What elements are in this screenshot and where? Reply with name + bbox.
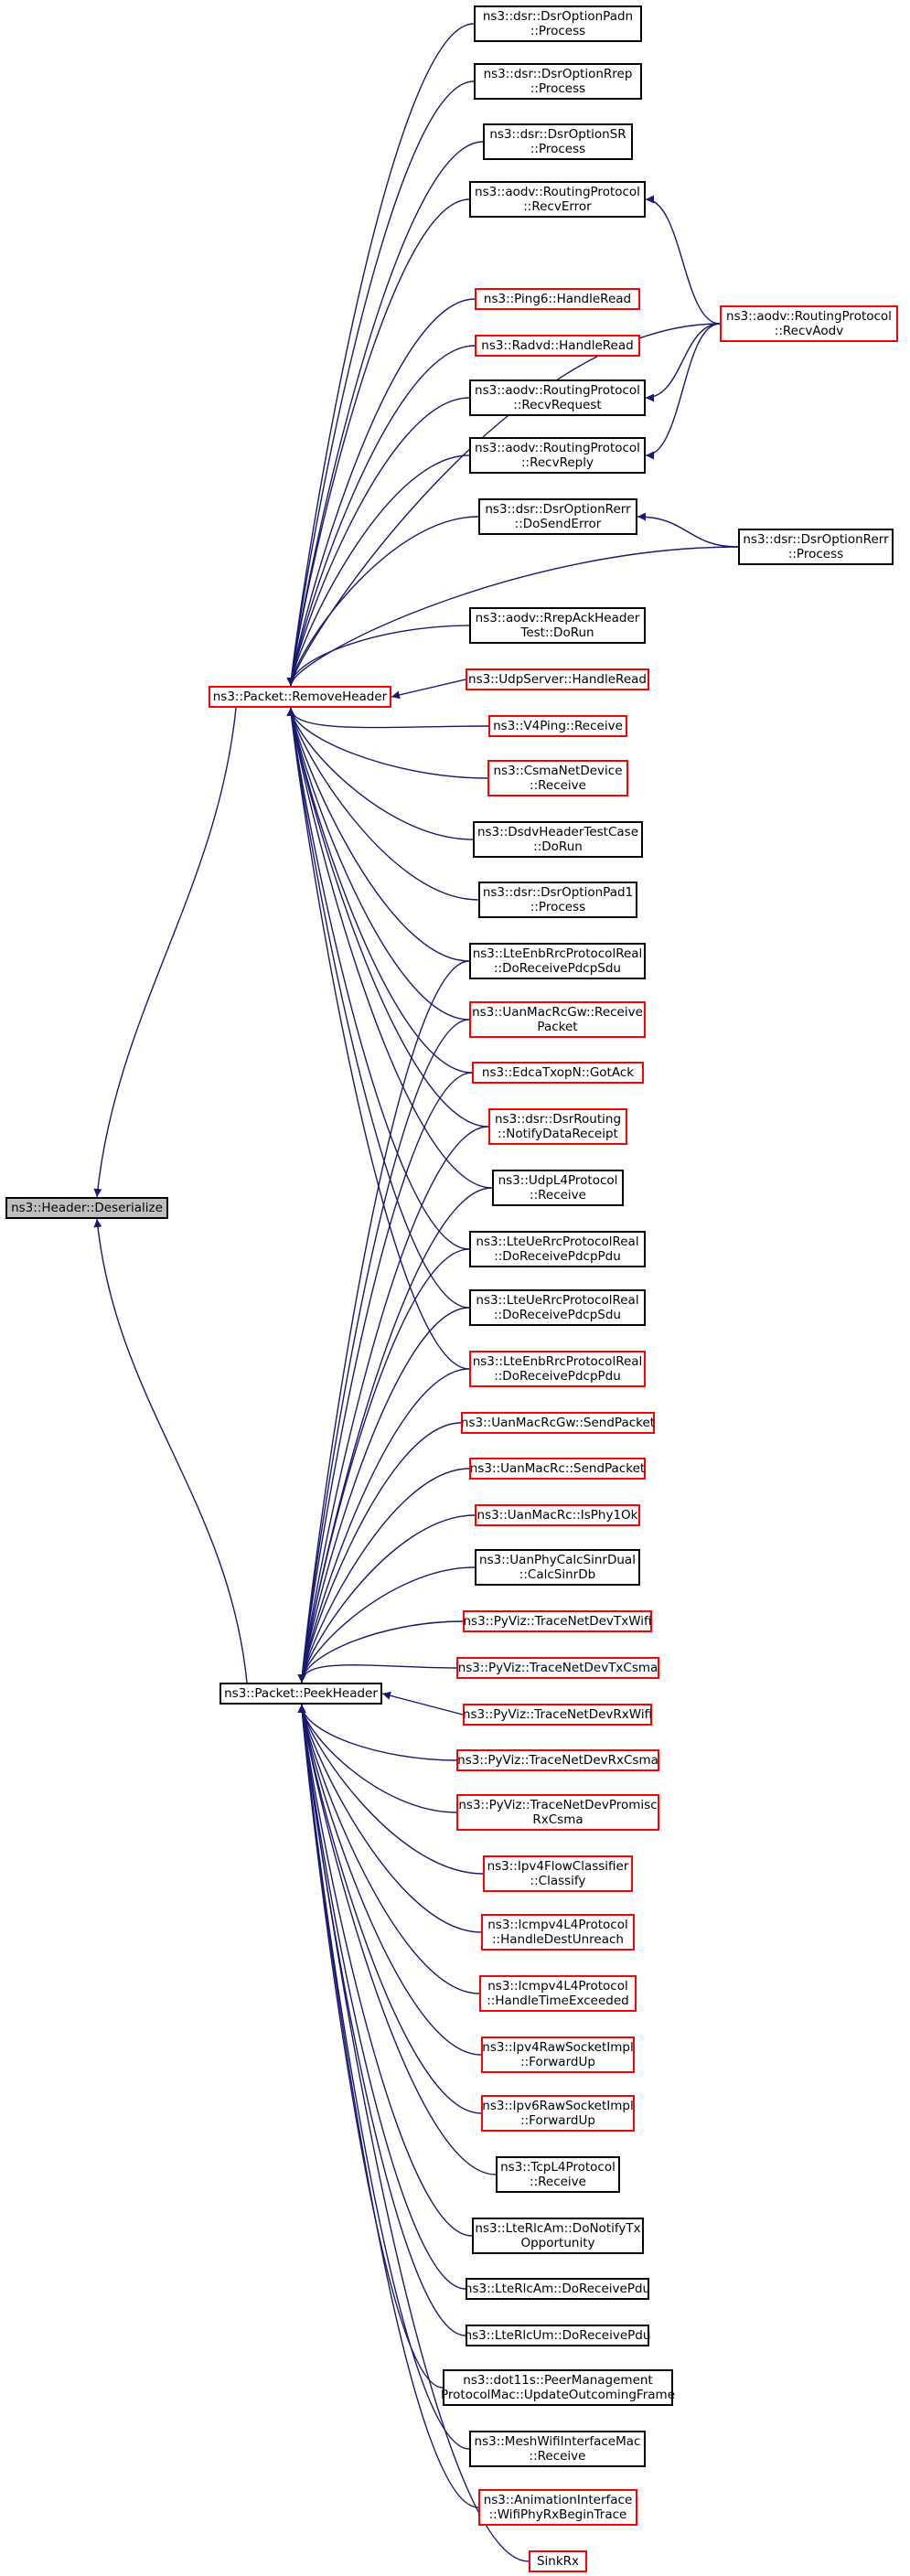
node-dsr-rerr-process[interactable]: ns3::dsr::DsrOptionRerr ::Process (738, 529, 894, 565)
node-radvd[interactable]: ns3::Radvd::HandleRead (475, 335, 640, 357)
node-animation[interactable]: ns3::AnimationInterface ::WifiPhyRxBegin… (478, 2489, 637, 2526)
node-peek-header[interactable]: ns3::Packet::PeekHeader (219, 1683, 382, 1705)
node-dot11s[interactable]: ns3::dot11s::PeerManagement ProtocolMac:… (441, 2369, 675, 2406)
node-aodv-recvrequest[interactable]: ns3::aodv::RoutingProtocol ::RecvRequest (469, 379, 646, 416)
edge-lteenb-pdcpsdu-to-remove-header (286, 707, 470, 962)
edge-dsr-sr-to-remove-header (286, 141, 484, 687)
node-aodv-recverror[interactable]: ns3::aodv::RoutingProtocol ::RecvError (469, 181, 646, 218)
edge-lterlcam-notify-to-peek-header (297, 1704, 473, 2237)
node-uanphycalc[interactable]: ns3::UanPhyCalcSinrDual ::CalcSinrDb (475, 1549, 640, 1586)
node-lteue-pdcpsdu[interactable]: ns3::LteUeRrcProtocolReal ::DoReceivePdc… (469, 1289, 646, 1326)
node-uanmacrcgw-send[interactable]: ns3::UanMacRcGw::SendPacket (461, 1412, 655, 1434)
node-v4ping[interactable]: ns3::V4Ping::Receive (488, 715, 627, 737)
node-uanmacrcgw-recv[interactable]: ns3::UanMacRcGw::Receive Packet (469, 1001, 646, 1038)
node-tcpl4[interactable]: ns3::TcpL4Protocol ::Receive (496, 2156, 620, 2193)
edge-peek-header-to-deserialize (93, 1218, 248, 1683)
node-icmpv4-dest[interactable]: ns3::Icmpv4L4Protocol ::HandleDestUnreac… (481, 1914, 635, 1951)
node-dsr-pad1[interactable]: ns3::dsr::DsrOptionPad1 ::Process (478, 882, 637, 918)
node-dsr-sr[interactable]: ns3::dsr::DsrOptionSR ::Process (483, 123, 633, 160)
edge-dsr-rerr-process-to-dsr-rerr-dosend (637, 512, 739, 548)
node-dsdv[interactable]: ns3::DsdvHeaderTestCase ::DoRun (473, 821, 643, 858)
edge-lteue-pdcppdu-to-peek-header (297, 1248, 470, 1683)
edge-edca-to-peek-header (297, 1072, 473, 1683)
edge-lteue-pdcppdu-to-remove-header (286, 707, 470, 1250)
edge-pyviz-txwifi-to-peek-header (297, 1620, 464, 1683)
edge-lteenb-pdcppdu-to-remove-header (286, 707, 470, 1370)
edge-animation-to-peek-header (297, 1704, 479, 2508)
node-lteenb-pdcpsdu[interactable]: ns3::LteEnbRrcProtocolReal ::DoReceivePd… (469, 943, 646, 979)
node-ipv4flow[interactable]: ns3::Ipv4FlowClassifier ::Classify (483, 1855, 633, 1892)
node-ipv6raw[interactable]: ns3::Ipv6RawSocketImpl ::ForwardUp (481, 2095, 635, 2132)
node-lterlcam-recv[interactable]: ns3::LteRlcAm::DoReceivePdu (465, 2278, 650, 2300)
edge-aodv-recvreply-to-remove-header (286, 454, 470, 687)
node-edca[interactable]: ns3::EdcaTxopN::GotAck (472, 1062, 644, 1084)
node-lteenb-pdcppdu[interactable]: ns3::LteEnbRrcProtocolReal ::DoReceivePd… (469, 1351, 646, 1387)
edge-aodv-recvaodv-to-aodv-recvrequest (645, 323, 721, 402)
node-udpserver[interactable]: ns3::UdpServer::HandleRead (466, 668, 649, 690)
edge-remove-header-to-deserialize (93, 707, 237, 1198)
node-pyviz-txwifi[interactable]: ns3::PyViz::TraceNetDevTxWifi (463, 1610, 652, 1632)
edge-aodv-recvrequest-to-remove-header (286, 397, 470, 687)
edge-ipv4flow-to-peek-header (297, 1704, 484, 1875)
node-sinkrx[interactable]: SinkRx (529, 2550, 587, 2572)
edge-aodv-recvaodv-to-aodv-recvreply (645, 323, 721, 460)
edge-uanmacrc-send-to-peek-header (297, 1468, 470, 1683)
node-aodv-recvaodv[interactable]: ns3::aodv::RoutingProtocol ::RecvAodv (720, 305, 898, 342)
edge-csmanet-to-remove-header (286, 707, 488, 779)
edge-dsr-rerr-process-to-remove-header (286, 546, 739, 687)
edge-ipv6raw-to-peek-header (297, 1704, 482, 2114)
edge-dsr-routing-to-peek-header (297, 1126, 489, 1683)
edge-ping6-to-remove-header (286, 298, 476, 687)
edge-dsr-routing-to-remove-header (286, 707, 489, 1128)
edge-ipv4raw-to-peek-header (297, 1704, 482, 2056)
node-dsr-rrep[interactable]: ns3::dsr::DsrOptionRrep ::Process (474, 63, 642, 100)
node-remove-header[interactable]: ns3::Packet::RemoveHeader (209, 686, 391, 708)
edge-aodv-recverror-to-remove-header (286, 198, 470, 687)
node-dsr-padn[interactable]: ns3::dsr::DsrOptionPadn ::Process (474, 5, 642, 42)
node-lterlcum-recv[interactable]: ns3::LteRlcUm::DoReceivePdu (465, 2325, 650, 2346)
node-lteue-pdcppdu[interactable]: ns3::LteUeRrcProtocolReal ::DoReceivePdc… (469, 1231, 646, 1267)
edge-pyviz-rxcsma-to-peek-header (297, 1704, 457, 1761)
node-dsr-rerr-dosend[interactable]: ns3::dsr::DsrOptionRerr ::DoSendError (478, 498, 637, 535)
edge-lteenb-pdcpsdu-to-peek-header (297, 960, 470, 1683)
node-uanmacrc-phy1ok[interactable]: ns3::UanMacRc::IsPhy1Ok (475, 1504, 640, 1526)
edge-dsr-rrep-to-remove-header (286, 80, 475, 687)
edge-uanmacrcgw-recv-to-remove-header (286, 707, 470, 1021)
edge-uanmacrc-phy1ok-to-peek-header (297, 1514, 476, 1683)
edge-pyviz-txcsma-to-peek-header (297, 1664, 457, 1683)
edge-uanphycalc-to-peek-header (297, 1566, 476, 1683)
node-lterlcam-notify[interactable]: ns3::LteRlcAm::DoNotifyTx Opportunity (472, 2218, 644, 2254)
node-pyviz-rxwifi[interactable]: ns3::PyViz::TraceNetDevRxWifi (463, 1704, 652, 1726)
edge-dsr-pad1-to-remove-header (286, 707, 479, 901)
edge-lteenb-pdcppdu-to-peek-header (297, 1368, 470, 1683)
edge-udpl4-to-remove-header (286, 707, 493, 1189)
node-uanmacrc-send[interactable]: ns3::UanMacRc::SendPacket (469, 1458, 646, 1480)
edge-v4ping-to-remove-header (286, 707, 489, 729)
node-meshwifi[interactable]: ns3::MeshWifiInterfaceMac ::Receive (469, 2431, 646, 2467)
edge-aodv-recvaodv-to-aodv-recverror (645, 195, 721, 325)
edge-icmpv4-time-to-peek-header (297, 1704, 480, 1994)
edge-udpserver-to-remove-header (391, 679, 466, 700)
node-ipv4raw[interactable]: ns3::Ipv4RawSocketImpl ::ForwardUp (481, 2036, 635, 2073)
edge-pyviz-rxwifi-to-peek-header (381, 1691, 464, 1716)
node-dsr-routing[interactable]: ns3::dsr::DsrRouting ::NotifyDataReceipt (488, 1108, 627, 1145)
edge-aodv-rrepack-to-remove-header (286, 625, 470, 687)
edge-icmpv4-dest-to-peek-header (297, 1704, 482, 1933)
node-deserialize: ns3::Header::Deserialize (5, 1197, 168, 1219)
edge-uanmacrcgw-send-to-peek-header (297, 1422, 462, 1683)
node-aodv-rrepack[interactable]: ns3::aodv::RrepAckHeader Test::DoRun (469, 607, 646, 644)
node-aodv-recvreply[interactable]: ns3::aodv::RoutingProtocol ::RecvReply (469, 437, 646, 474)
node-icmpv4-time[interactable]: ns3::Icmpv4L4Protocol ::HandleTimeExceed… (479, 1975, 637, 2012)
node-csmanet[interactable]: ns3::CsmaNetDevice ::Receive (487, 760, 628, 796)
edge-dsdv-to-remove-header (286, 707, 474, 840)
edge-tcpl4-to-peek-header (297, 1704, 497, 2175)
node-pyviz-txcsma[interactable]: ns3::PyViz::TraceNetDevTxCsma (456, 1657, 659, 1679)
node-ping6[interactable]: ns3::Ping6::HandleRead (475, 288, 640, 310)
node-pyviz-rxcsma[interactable]: ns3::PyViz::TraceNetDevRxCsma (456, 1749, 659, 1771)
edge-dsr-rerr-dosend-to-remove-header (286, 516, 479, 687)
node-pyviz-promisc[interactable]: ns3::PyViz::TraceNetDevPromisc RxCsma (456, 1794, 659, 1831)
node-udpl4[interactable]: ns3::UdpL4Protocol ::Receive (492, 1170, 624, 1206)
